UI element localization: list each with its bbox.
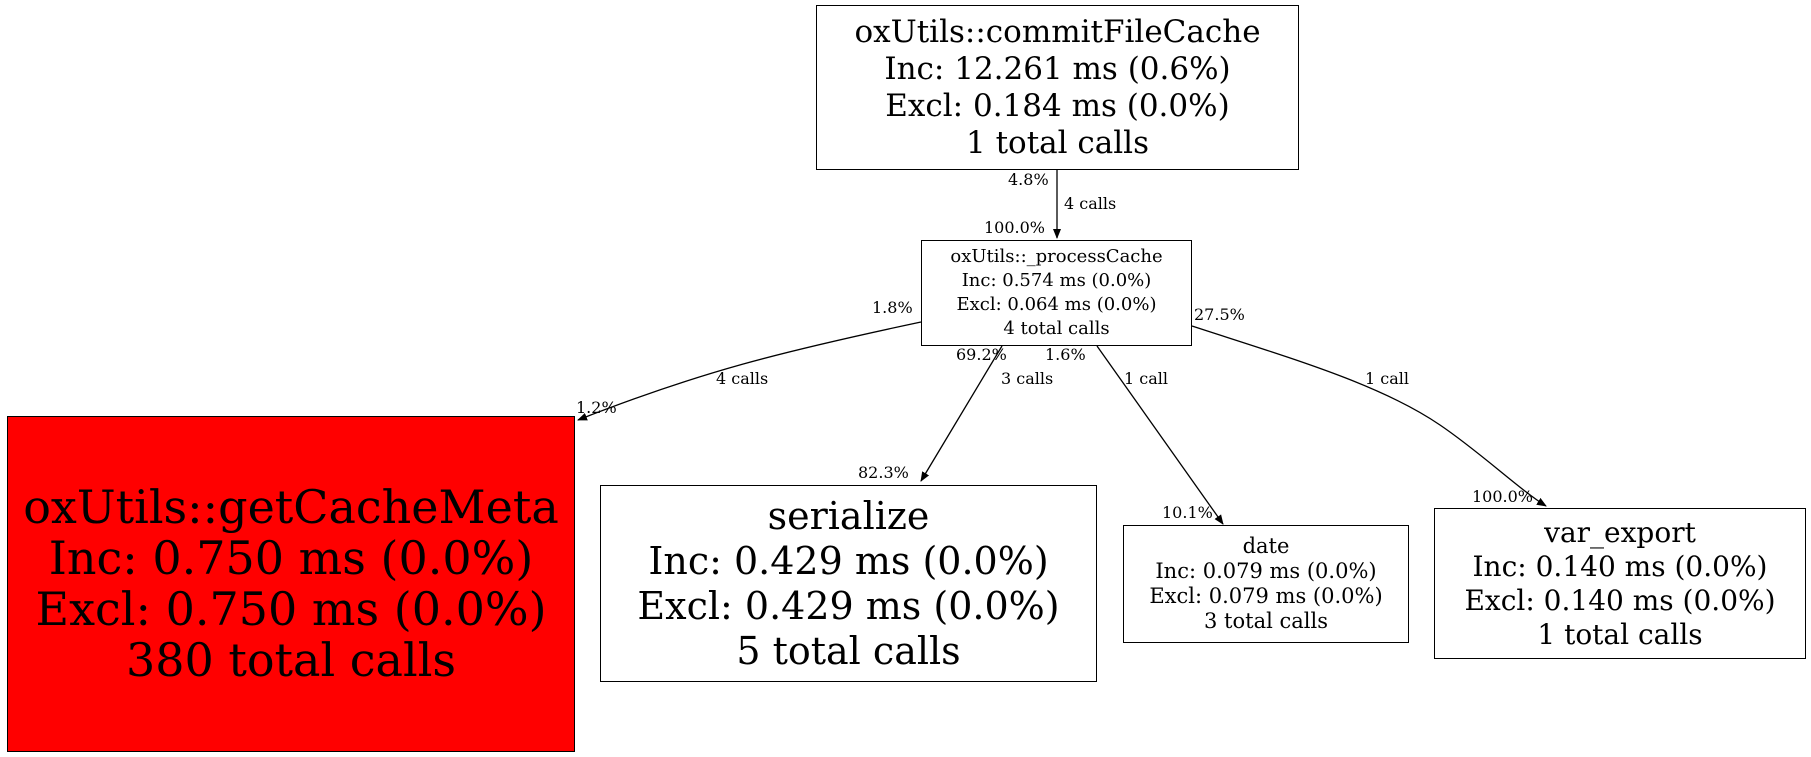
edge-process-serialize-calls: 3 calls: [1001, 369, 1054, 388]
node-get-cache-meta[interactable]: oxUtils::getCacheMeta Inc: 0.750 ms (0.0…: [7, 416, 575, 752]
node-inclusive-time: Inc: 0.079 ms (0.0%): [1155, 559, 1377, 583]
edge-process-meta-calls: 4 calls: [716, 369, 769, 388]
node-exclusive-time: Excl: 0.184 ms (0.0%): [885, 87, 1230, 124]
node-name: var_export: [1544, 515, 1696, 549]
node-name: date: [1242, 534, 1290, 558]
node-name: serialize: [767, 493, 930, 538]
node-total-calls: 5 total calls: [736, 628, 961, 673]
edge-process-date[interactable]: [1096, 345, 1224, 525]
node-total-calls: 4 total calls: [1003, 318, 1110, 339]
edge-process-date-tail-pct: 1.6%: [1045, 345, 1086, 364]
node-exclusive-time: Excl: 0.429 ms (0.0%): [637, 583, 1060, 628]
edge-process-date-calls: 1 call: [1124, 369, 1168, 388]
node-date[interactable]: date Inc: 0.079 ms (0.0%) Excl: 0.079 ms…: [1123, 525, 1409, 643]
edge-commit-process-tail-pct: 4.8%: [1008, 170, 1049, 189]
edge-process-varexport-head-pct: 100.0%: [1472, 487, 1534, 506]
edge-commit-process-head-pct: 100.0%: [984, 218, 1046, 237]
edge-process-meta-head-pct: 1.2%: [576, 398, 617, 417]
edge-process-meta[interactable]: [577, 321, 922, 421]
node-name: oxUtils::commitFileCache: [854, 13, 1261, 50]
edge-process-varexport[interactable]: [1191, 325, 1547, 507]
node-commit-file-cache[interactable]: oxUtils::commitFileCache Inc: 12.261 ms …: [816, 5, 1299, 170]
node-exclusive-time: Excl: 0.140 ms (0.0%): [1464, 583, 1776, 617]
node-name: oxUtils::_processCache: [950, 246, 1163, 267]
edge-process-serialize-tail-pct: 69.2%: [956, 345, 1007, 364]
node-exclusive-time: Excl: 0.750 ms (0.0%): [35, 582, 547, 636]
edge-process-meta-tail-pct: 1.8%: [872, 298, 913, 317]
node-name: oxUtils::getCacheMeta: [23, 480, 559, 534]
edge-process-varexport-calls: 1 call: [1365, 369, 1409, 388]
edge-process-varexport-tail-pct: 27.5%: [1194, 305, 1245, 324]
node-inclusive-time: Inc: 0.140 ms (0.0%): [1472, 549, 1768, 583]
node-inclusive-time: Inc: 0.750 ms (0.0%): [48, 531, 534, 585]
node-inclusive-time: Inc: 0.574 ms (0.0%): [961, 270, 1152, 291]
node-total-calls: 3 total calls: [1204, 609, 1328, 633]
node-total-calls: 1 total calls: [966, 124, 1149, 161]
node-var-export[interactable]: var_export Inc: 0.140 ms (0.0%) Excl: 0.…: [1434, 508, 1806, 659]
edge-commit-process-calls: 4 calls: [1064, 194, 1117, 213]
node-serialize[interactable]: serialize Inc: 0.429 ms (0.0%) Excl: 0.4…: [600, 485, 1097, 682]
edge-process-date-head-pct: 10.1%: [1162, 503, 1213, 522]
node-exclusive-time: Excl: 0.064 ms (0.0%): [956, 294, 1157, 315]
edge-process-serialize-head-pct: 82.3%: [858, 463, 909, 482]
node-inclusive-time: Inc: 12.261 ms (0.6%): [884, 50, 1231, 87]
edge-process-serialize[interactable]: [920, 345, 1003, 482]
node-process-cache[interactable]: oxUtils::_processCache Inc: 0.574 ms (0.…: [921, 240, 1192, 346]
node-inclusive-time: Inc: 0.429 ms (0.0%): [648, 538, 1049, 583]
node-total-calls: 1 total calls: [1537, 617, 1703, 651]
node-total-calls: 380 total calls: [125, 633, 457, 687]
node-exclusive-time: Excl: 0.079 ms (0.0%): [1149, 584, 1383, 608]
